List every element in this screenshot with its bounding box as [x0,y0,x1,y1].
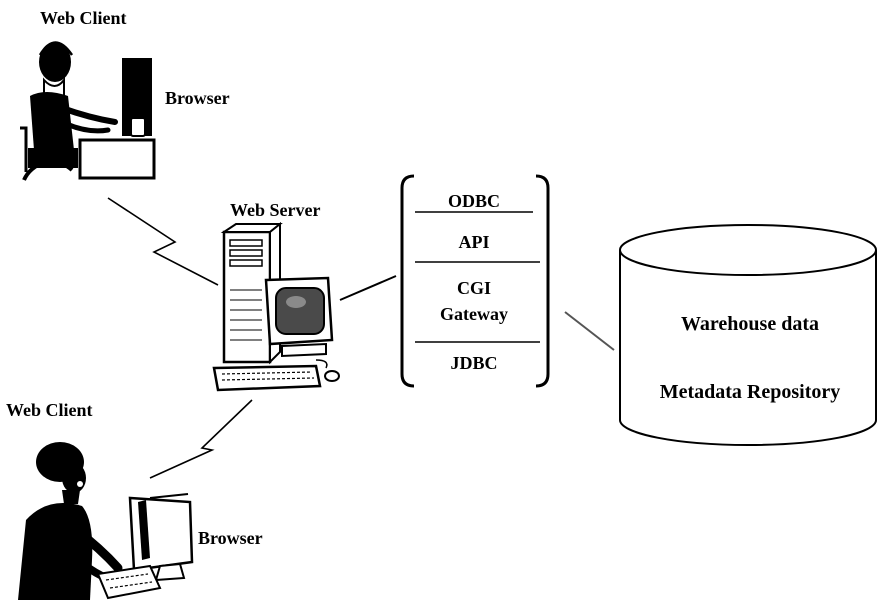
browser-bottom-label: Browser [198,528,263,548]
gateway-item-odbc: ODBC [448,191,500,211]
person-head-icon [39,42,71,82]
lightning-connector-top [107,197,219,286]
client-monitor-icon [128,493,194,582]
wheelchair-icon [20,126,28,172]
headset-icon [38,41,74,56]
browser-top-label: Browser [165,88,230,108]
database-label-warehouse: Warehouse data [681,313,819,335]
web-server-label: Web Server [230,200,320,220]
database-cylinder-icon [619,224,877,446]
gateway-right-bracket [535,174,550,388]
server-gateway-connector [339,275,397,301]
web-server-illustration [212,221,340,392]
web-client-top-illustration [20,41,156,181]
server-monitor-icon [264,276,334,358]
web-client-bottom-label: Web Client [6,400,93,420]
gateway-item-jdbc: JDBC [450,353,497,373]
gateway-stack: ODBC API CGI Gateway JDBC [400,174,550,388]
gateway-left-bracket [400,174,415,388]
database-label-metadata: Metadata Repository [660,381,841,403]
person-icon [18,442,123,600]
lightning-connector-bottom [149,399,253,479]
gateway-item-api: API [459,232,490,252]
gateway-item-gateway: Gateway [440,304,508,324]
web-client-bottom-illustration [18,442,194,600]
gateway-database-connector [564,311,615,351]
cup-icon [130,117,146,137]
keyboard-icon [212,364,322,392]
desk-shape [78,138,156,180]
client-keyboard-icon [96,564,162,600]
monitor-screen-icon [275,287,325,335]
mouse-icon [315,359,340,382]
web-client-top-label: Web Client [40,8,127,28]
gateway-item-cgi: CGI [457,278,491,298]
